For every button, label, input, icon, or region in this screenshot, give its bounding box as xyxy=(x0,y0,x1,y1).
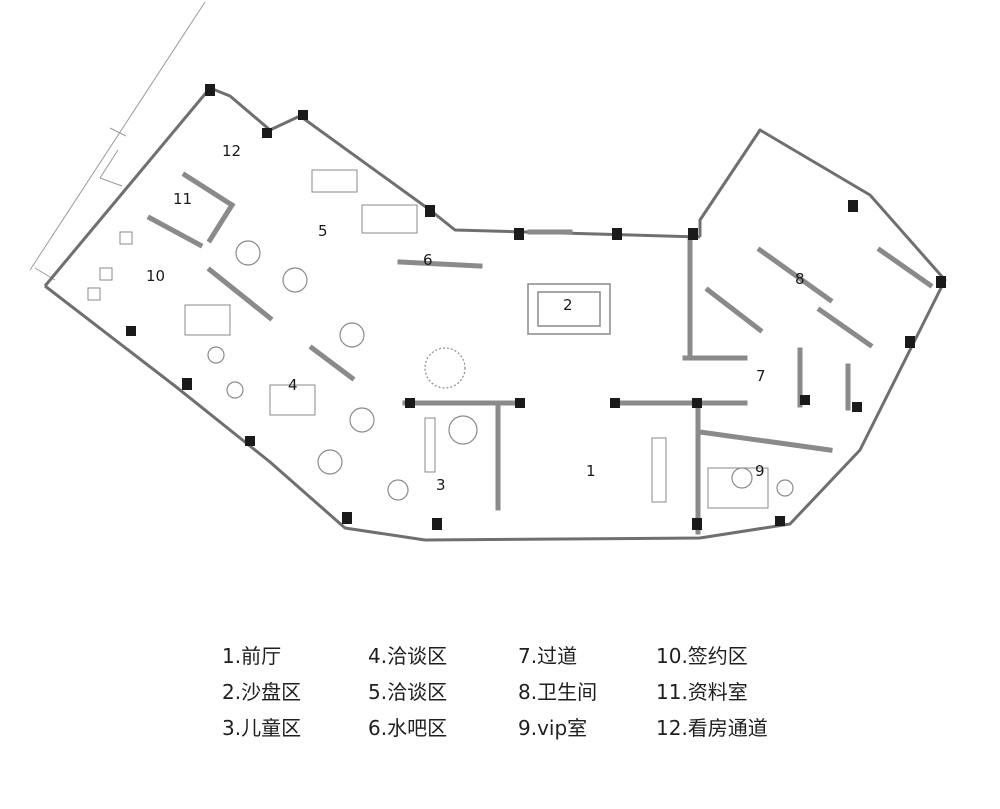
legend-item-1: 1.前厅 xyxy=(222,644,282,668)
legend-item-5: 5.洽谈区 xyxy=(368,680,448,704)
room-number-4: 4 xyxy=(288,376,298,394)
room-number-1: 1 xyxy=(586,462,596,480)
legend-item-2: 2.沙盘区 xyxy=(222,680,302,704)
legend-item-11: 11.资料室 xyxy=(656,680,748,704)
legend-item-8: 8.卫生间 xyxy=(518,680,598,704)
furniture xyxy=(87,169,769,509)
room-number-8: 8 xyxy=(795,270,805,288)
legend-item-4: 4.洽谈区 xyxy=(368,644,448,668)
room-number-6: 6 xyxy=(423,251,433,269)
site-lines xyxy=(29,1,206,281)
legend-item-12: 12.看房通道 xyxy=(656,716,768,740)
room-number-12: 12 xyxy=(222,142,241,160)
legend-item-10: 10.签约区 xyxy=(656,644,748,668)
room-number-10: 10 xyxy=(146,267,165,285)
legend-item-9: 9.vip室 xyxy=(518,716,588,740)
room-number-9: 9 xyxy=(755,462,765,480)
interior-walls xyxy=(146,171,934,535)
legend-item-6: 6.水吧区 xyxy=(368,716,448,740)
room-legend: 1.前厅 2.沙盘区 3.儿童区 4.洽谈区 5.洽谈区 6.水吧区 7.过道 8.卫生间 9.… xyxy=(0,628,1000,758)
room-number-3: 3 xyxy=(436,476,446,494)
columns xyxy=(126,84,946,530)
room-number-11: 11 xyxy=(173,190,192,208)
round-table-sets xyxy=(207,240,794,501)
room-number-7: 7 xyxy=(756,367,766,385)
room-number-5: 5 xyxy=(318,222,328,240)
legend-item-7: 7.过道 xyxy=(518,644,578,668)
legend-item-3: 3.儿童区 xyxy=(222,716,302,740)
exterior-walls xyxy=(43,86,947,542)
sand-table-model xyxy=(527,283,611,335)
room-number-2: 2 xyxy=(563,296,573,314)
